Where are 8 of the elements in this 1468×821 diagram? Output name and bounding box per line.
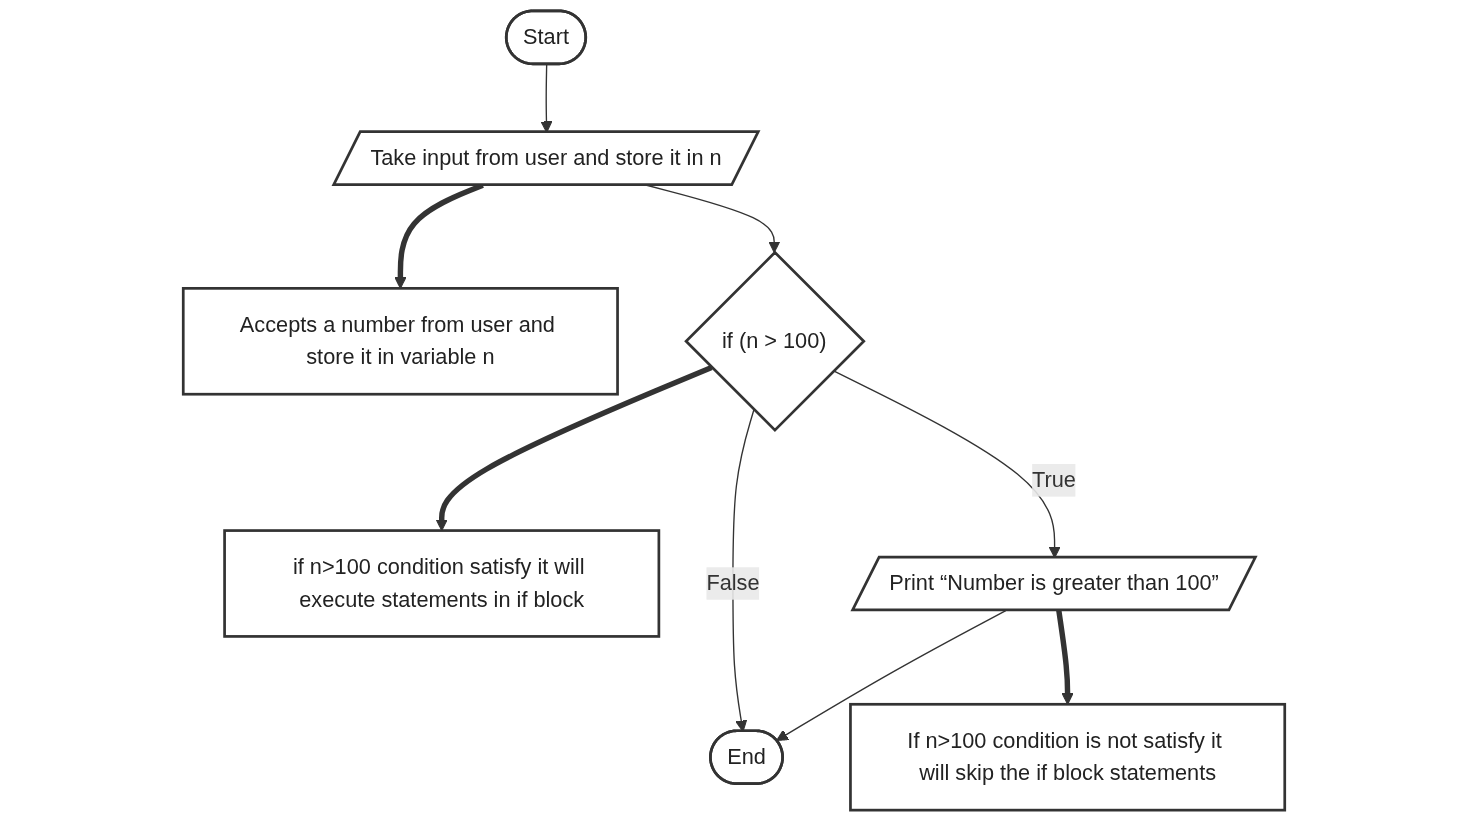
edge-label: False	[706, 571, 760, 595]
node-diamond: if (n > 100)	[684, 250, 866, 433]
node-box: If n>100 condition is not satisfy it will skip the if block statements	[849, 702, 1287, 812]
edge-label: True	[1032, 468, 1076, 492]
node-box: if n>100 condition satisfy it will execute statements in if block	[223, 529, 661, 638]
arrow	[1056, 610, 1074, 705]
node-box: Accepts a number from user and store it in variable n	[181, 287, 619, 396]
arrow	[776, 609, 1007, 741]
